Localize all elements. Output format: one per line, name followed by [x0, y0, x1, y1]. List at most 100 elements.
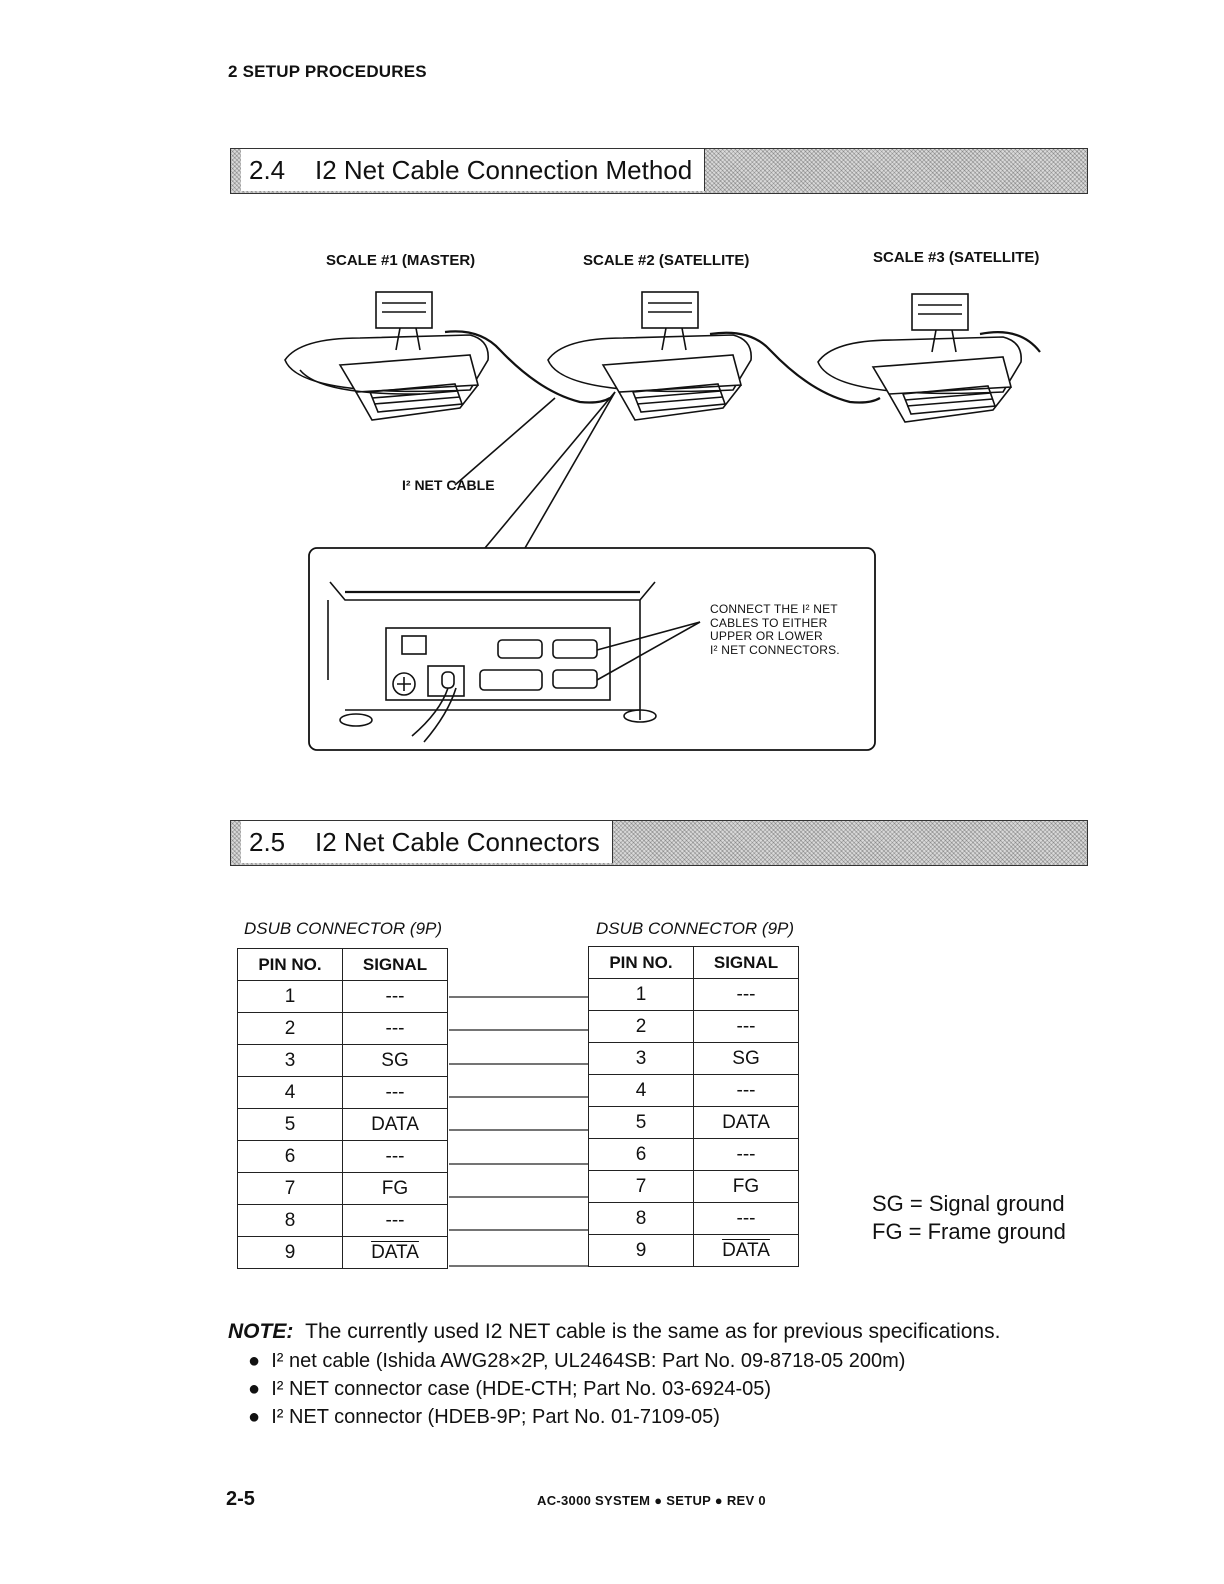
signal: --- — [342, 980, 448, 1013]
pin-number: 8 — [237, 1204, 343, 1237]
section-number: 2.5 — [249, 826, 286, 857]
pin-number: 9 — [237, 1236, 343, 1269]
running-head: 2 SETUP PROCEDURES — [228, 62, 427, 81]
table-row: 1--- — [588, 978, 799, 1011]
pin-number: 4 — [588, 1074, 694, 1107]
signal: --- — [342, 1140, 448, 1173]
callout-line: I² NET CONNECTORS. — [710, 642, 840, 657]
pin-number: 3 — [588, 1042, 694, 1075]
column-header: SIGNAL — [342, 948, 448, 981]
table-row: 6--- — [237, 1140, 448, 1173]
table-row: 8--- — [588, 1202, 799, 1235]
signal: FG — [693, 1170, 799, 1203]
scale-2-label: SCALE #2 (SATELLITE) — [583, 252, 750, 269]
note-label: NOTE: — [228, 1320, 294, 1343]
scale-1-drawing — [284, 291, 489, 421]
callout-line: UPPER OR LOWER — [710, 629, 823, 643]
section-2-4-heading: 2.4 I2 Net Cable Connection Method — [241, 149, 706, 191]
bullet-icon: ● — [248, 1350, 272, 1372]
section-2-4-bar: 2.4 I2 Net Cable Connection Method — [230, 148, 1088, 194]
column-header: PIN NO. — [588, 946, 694, 979]
signal: --- — [693, 978, 799, 1011]
table-row: 6--- — [588, 1138, 799, 1171]
left-table-caption: DSUB CONNECTOR (9P) — [244, 919, 443, 938]
legend-item: SG = Signal ground — [872, 1191, 1065, 1216]
bullet-text: I² NET connector case (HDE-CTH; Part No.… — [271, 1378, 772, 1400]
pin-number: 5 — [588, 1106, 694, 1139]
section-2-5-bar: 2.5 I2 Net Cable Connectors — [230, 820, 1088, 866]
column-header: PIN NO. — [237, 948, 343, 981]
signal: FG — [342, 1172, 448, 1205]
pin-number: 2 — [237, 1012, 343, 1045]
table-row: 4--- — [237, 1076, 448, 1109]
connector-callout: CONNECT THE I² NET CABLES TO EITHER UPPE… — [710, 602, 840, 657]
table-row: 8--- — [237, 1204, 448, 1237]
note-text: The currently used I2 NET cable is the s… — [305, 1320, 1001, 1343]
table-header-row: PIN NO. SIGNAL — [237, 948, 448, 981]
scale-1-label: SCALE #1 (MASTER) — [326, 252, 476, 269]
signal: SG — [342, 1044, 448, 1077]
signal: --- — [342, 1076, 448, 1109]
section-title: I2 Net Cable Connectors — [315, 826, 600, 857]
bullet-icon: ● — [248, 1406, 272, 1428]
cable-connection-figure — [284, 291, 1041, 751]
pin-number: 3 — [237, 1044, 343, 1077]
page-footer: AC-3000 SYSTEM ● SETUP ● REV 0 — [537, 1493, 766, 1508]
pin-number: 4 — [237, 1076, 343, 1109]
signal: --- — [693, 1138, 799, 1171]
table-row: 4--- — [588, 1074, 799, 1107]
pin-number: 6 — [588, 1138, 694, 1171]
right-table-caption: DSUB CONNECTOR (9P) — [596, 919, 795, 938]
scale-3-label: SCALE #3 (SATELLITE) — [873, 249, 1040, 266]
section-2-5-heading: 2.5 I2 Net Cable Connectors — [241, 821, 613, 863]
note: NOTE: The currently used I2 NET cable is… — [228, 1320, 1000, 1344]
signal: DATA — [693, 1106, 799, 1139]
signal: DATA — [693, 1234, 799, 1267]
signal-legend: SG = Signal ground FG = Frame ground — [872, 1190, 1066, 1246]
pin-number: 8 — [588, 1202, 694, 1235]
section-title: I2 Net Cable Connection Method — [315, 154, 693, 185]
pin-number: 7 — [588, 1170, 694, 1203]
section-number: 2.4 — [249, 154, 286, 185]
net-cable-label: I² NET CABLE — [402, 477, 495, 493]
signal: --- — [693, 1010, 799, 1043]
signal: --- — [342, 1012, 448, 1045]
list-item: ● I² net cable (Ishida AWG28×2P, UL2464S… — [248, 1350, 905, 1378]
table-row: 1--- — [237, 980, 448, 1013]
pin-number: 1 — [588, 978, 694, 1011]
signal: SG — [693, 1042, 799, 1075]
signal: --- — [342, 1204, 448, 1237]
pin-number: 2 — [588, 1010, 694, 1043]
signal: DATA — [342, 1108, 448, 1141]
list-item: ● I² NET connector case (HDE-CTH; Part N… — [248, 1378, 905, 1406]
note-bullet-list: ● I² net cable (Ishida AWG28×2P, UL2464S… — [248, 1350, 905, 1434]
pin-number: 5 — [237, 1108, 343, 1141]
pin-number: 9 — [588, 1234, 694, 1267]
table-row: 2--- — [588, 1010, 799, 1043]
legend-item: FG = Frame ground — [872, 1219, 1066, 1244]
signal: --- — [693, 1074, 799, 1107]
bullet-icon: ● — [248, 1378, 272, 1400]
pin-number: 1 — [237, 980, 343, 1013]
callout-line: CONNECT THE I² NET — [710, 602, 838, 616]
pin-wiring-lines — [449, 996, 589, 1267]
signal: --- — [693, 1202, 799, 1235]
bullet-text: I² net cable (Ishida AWG28×2P, UL2464SB:… — [271, 1350, 906, 1372]
bullet-text: I² NET connector (HDEB-9P; Part No. 01-7… — [271, 1406, 720, 1428]
page-number: 2-5 — [226, 1488, 255, 1510]
pin-number: 7 — [237, 1172, 343, 1205]
table-header-row: PIN NO. SIGNAL — [588, 946, 799, 979]
table-row: 2--- — [237, 1012, 448, 1045]
column-header: SIGNAL — [693, 946, 799, 979]
signal: DATA — [342, 1236, 448, 1269]
pin-number: 6 — [237, 1140, 343, 1173]
